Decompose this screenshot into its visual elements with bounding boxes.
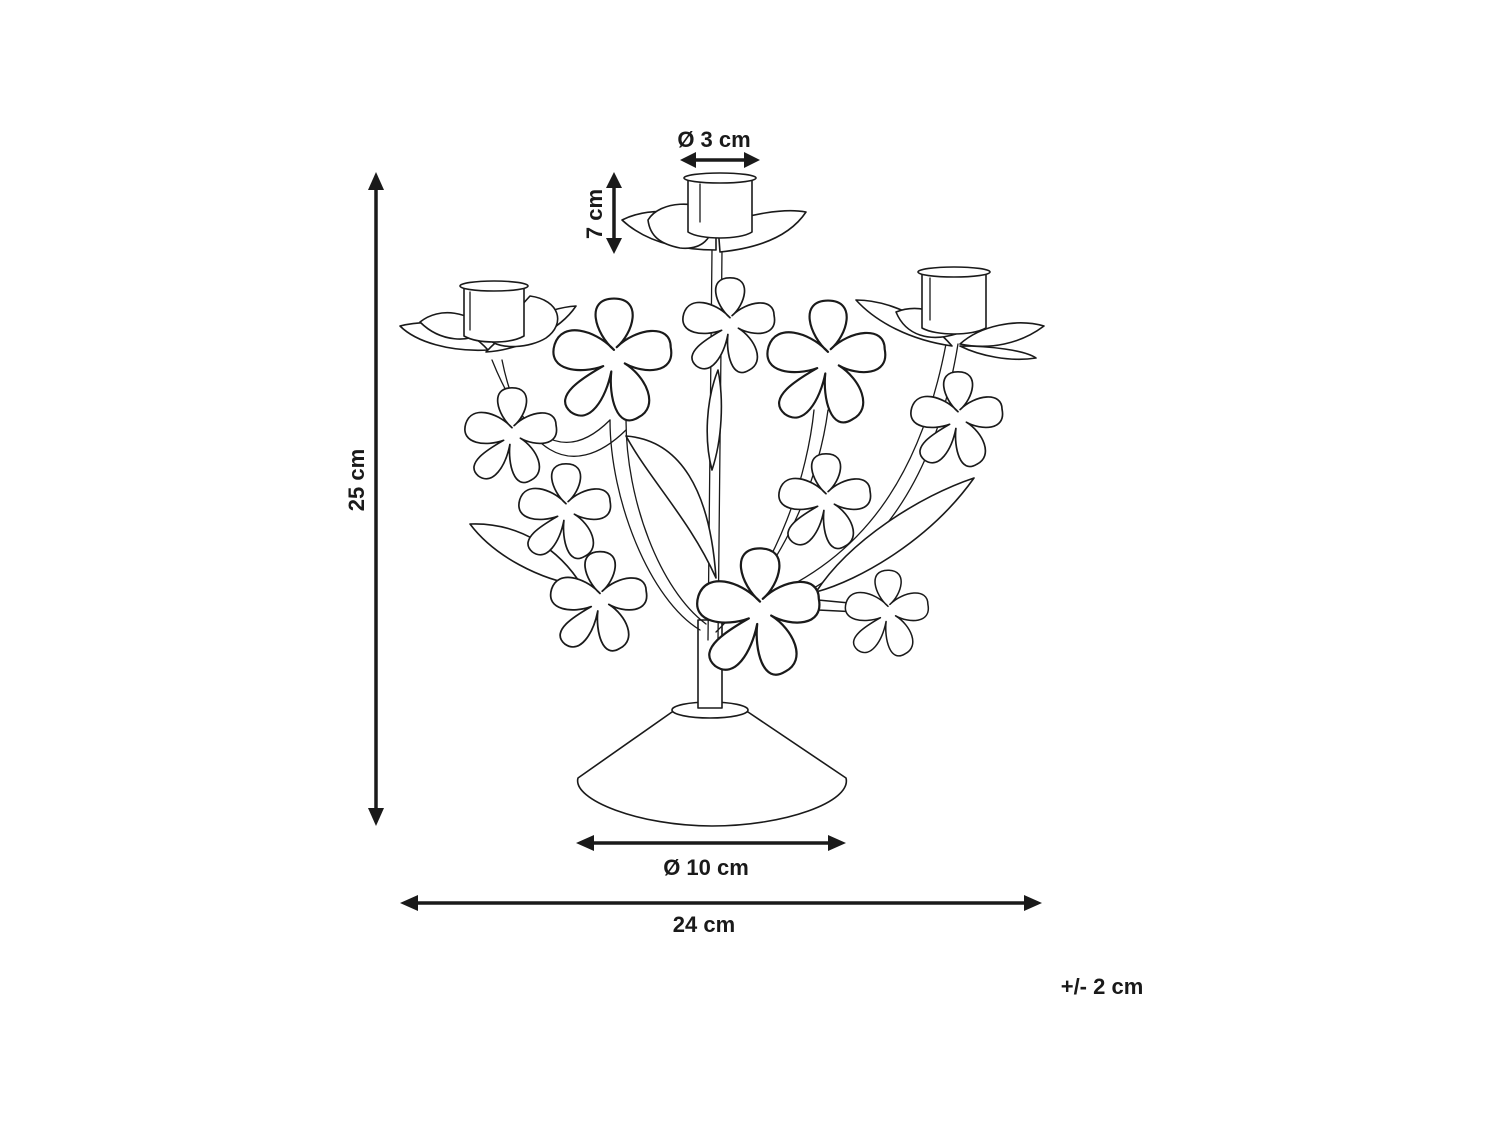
cup-height-label: 7 cm [582,189,607,239]
total-width-label: 24 cm [673,912,735,937]
flower-mid-left [464,386,558,484]
candelabra-illustration [399,172,1045,827]
leaf-center [625,435,717,579]
candle-holder-left [399,280,577,353]
flower-low-right [844,569,930,657]
flower-mid-right [778,452,872,550]
tolerance-label: +/- 2 cm [1061,974,1144,999]
leaf-center-2 [706,369,723,471]
candle-holder-right [855,266,1045,361]
base-diameter-label: Ø 10 cm [663,855,749,880]
base-diameter-dimension: Ø 10 cm [576,835,846,880]
cup-diameter-dimension: Ø 3 cm [677,127,760,168]
flower-top-center [682,276,776,374]
cup-diameter-label: Ø 3 cm [677,127,750,152]
stem-left-b [625,419,707,625]
total-width-dimension: 24 cm [400,895,1042,937]
flower-right [910,370,1004,468]
cup-height-dimension: 7 cm [582,172,622,254]
flower-top-left [552,297,673,422]
total-height-dimension: 25 cm [344,172,384,826]
base [577,711,847,827]
candle-holder-center [621,172,807,253]
stem-left [609,419,701,631]
flower-top-right [766,299,887,424]
total-height-label: 25 cm [344,449,369,511]
